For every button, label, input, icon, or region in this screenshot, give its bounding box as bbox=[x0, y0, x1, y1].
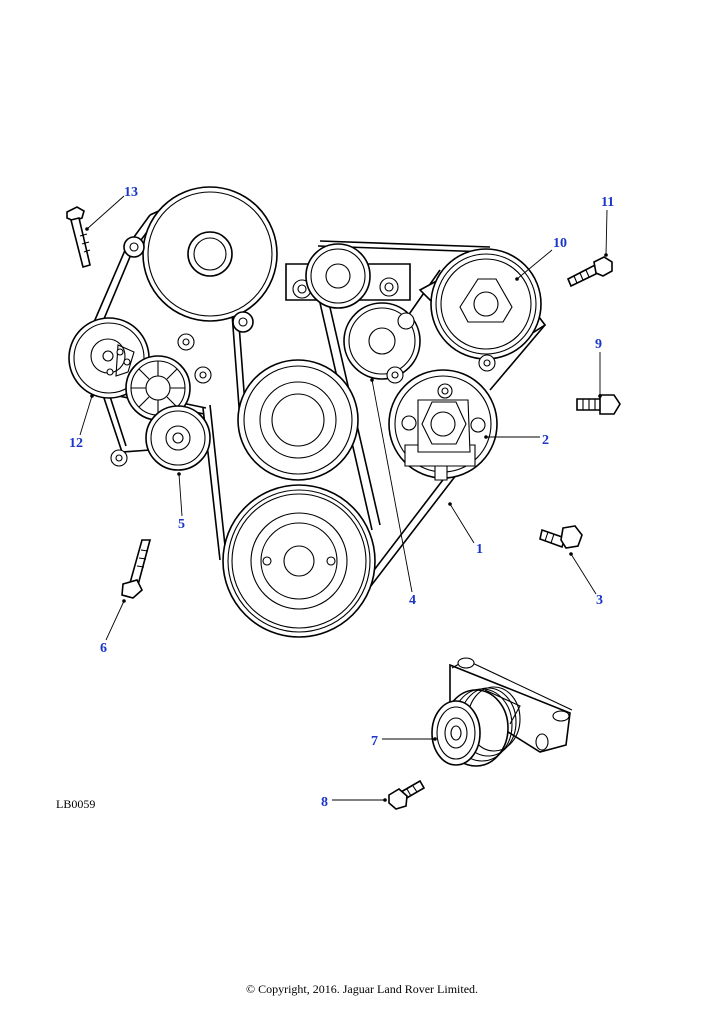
bolt-8 bbox=[388, 779, 426, 810]
drawing-code: LB0059 bbox=[56, 797, 96, 811]
bolt-11 bbox=[566, 256, 613, 288]
idler-pulley-4 bbox=[343, 302, 421, 384]
callout-3[interactable]: 3 bbox=[596, 593, 603, 608]
tensioner-pulley-assembly bbox=[431, 657, 573, 767]
crankshaft-pulley bbox=[222, 484, 376, 638]
belt-tensioner bbox=[388, 369, 498, 481]
bolt-13 bbox=[66, 206, 91, 268]
callout-4[interactable]: 4 bbox=[409, 593, 416, 608]
callout-7[interactable]: 7 bbox=[371, 734, 378, 749]
copyright-notice: © Copyright, 2016. Jaguar Land Rover Lim… bbox=[245, 982, 479, 996]
callout-10[interactable]: 10 bbox=[553, 236, 567, 251]
callout-6[interactable]: 6 bbox=[100, 641, 107, 656]
callout-12[interactable]: 12 bbox=[69, 436, 83, 451]
callout-11[interactable]: 11 bbox=[601, 195, 615, 210]
power-steering-pulley bbox=[418, 248, 547, 372]
idler-pulley-5 bbox=[110, 405, 211, 471]
center-pulley bbox=[237, 359, 359, 481]
upper-large-pulley bbox=[123, 186, 278, 333]
callout-5[interactable]: 5 bbox=[178, 517, 185, 532]
callout-2[interactable]: 2 bbox=[542, 433, 549, 448]
callout-9[interactable]: 9 bbox=[595, 337, 602, 352]
bolt-3 bbox=[539, 525, 583, 549]
callout-13[interactable]: 13 bbox=[124, 185, 138, 200]
leader-lines bbox=[79, 195, 608, 802]
callout-1[interactable]: 1 bbox=[476, 542, 483, 557]
bolt-9 bbox=[576, 394, 621, 415]
bolt-6 bbox=[121, 539, 152, 599]
upper-idler-bracket bbox=[285, 243, 411, 309]
callout-8[interactable]: 8 bbox=[321, 795, 328, 810]
